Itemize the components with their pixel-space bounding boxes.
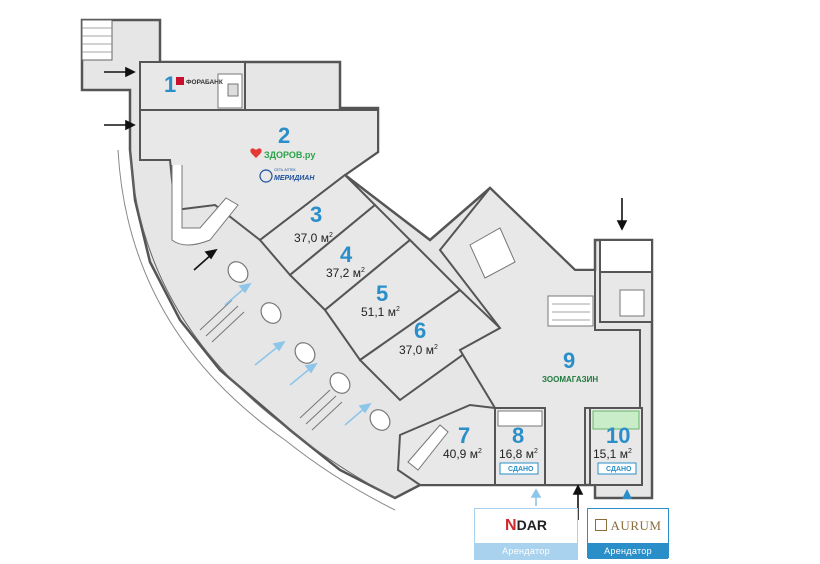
unit-area-4: 37,2 м2 — [326, 266, 365, 280]
room-1 — [139, 61, 246, 111]
unit-number-4: 4 — [340, 242, 353, 267]
tenant-card-ndar[interactable]: NDAR Арендатор — [474, 508, 578, 560]
pharmacy-logo: ЗДОРОВ.ру — [250, 148, 315, 160]
unit-number-3: 3 — [310, 202, 322, 227]
aurum-emblem-icon — [594, 519, 607, 531]
room-2 — [139, 109, 379, 246]
rented-badge-8: СДАНО — [499, 462, 539, 475]
facade-curve — [129, 149, 396, 499]
room-9 — [438, 186, 641, 486]
unit-area-7: 40,9 м2 — [443, 447, 482, 461]
unit-number-7: 7 — [458, 423, 470, 448]
tenant-card-aurum[interactable]: AURUM Арендатор — [587, 508, 669, 559]
ndar-logo: NDAR — [505, 517, 547, 534]
rented-badge-10: СДАНО — [597, 462, 637, 475]
unit-number-10: 10 — [606, 423, 630, 448]
meridian-name: МЕРИДИАН — [274, 175, 315, 182]
unit-number-6: 6 — [414, 318, 426, 343]
unit-number-1: 1 — [164, 72, 176, 97]
unit-area-8: 16,8 м2 — [499, 447, 538, 461]
bank-name: ФОРАБАНК — [186, 79, 223, 86]
unit-area-10: 15,1 м2 — [593, 447, 632, 461]
stair-lines — [82, 27, 112, 53]
columns — [227, 261, 391, 431]
stair-block — [81, 19, 113, 61]
flow-arrows — [224, 282, 632, 506]
bank-icon — [176, 77, 184, 85]
entrance-steps — [199, 299, 343, 431]
unit-number-8: 8 — [512, 423, 524, 448]
facade-curve-outer — [117, 149, 396, 511]
globe-icon — [259, 169, 273, 183]
meridian-logo: СЕТЬ АПТЕК МЕРИДИАН — [259, 168, 315, 183]
meridian-subtitle: СЕТЬ АПТЕК — [274, 168, 297, 172]
unit-number-5: 5 — [376, 281, 388, 306]
svg-text:СДАНО: СДАНО — [606, 466, 632, 473]
entrance-arrows — [104, 66, 628, 520]
pharmacy-name: ЗДОРОВ.ру — [264, 150, 315, 160]
tenant-card-caption: Арендатор — [475, 543, 577, 559]
unit-area-6: 37,0 м2 — [399, 343, 438, 357]
unit-number-9: 9 — [563, 348, 575, 373]
svg-text:СДАНО: СДАНО — [508, 466, 534, 473]
unit-area-3: 37,0 м2 — [294, 231, 333, 245]
bank-logo: ФОРАБАНК — [176, 77, 223, 86]
triangle-marker — [622, 489, 632, 499]
aurum-logo: AURUM — [588, 509, 668, 543]
tenant-card-caption: Арендатор — [588, 543, 668, 559]
heart-icon — [250, 148, 262, 158]
unit-number-2: 2 — [278, 123, 290, 148]
service-rooms-right — [599, 239, 653, 323]
zoo-label: ЗООМАГАЗИН — [542, 375, 598, 384]
unit-area-5: 51,1 м2 — [361, 305, 400, 319]
